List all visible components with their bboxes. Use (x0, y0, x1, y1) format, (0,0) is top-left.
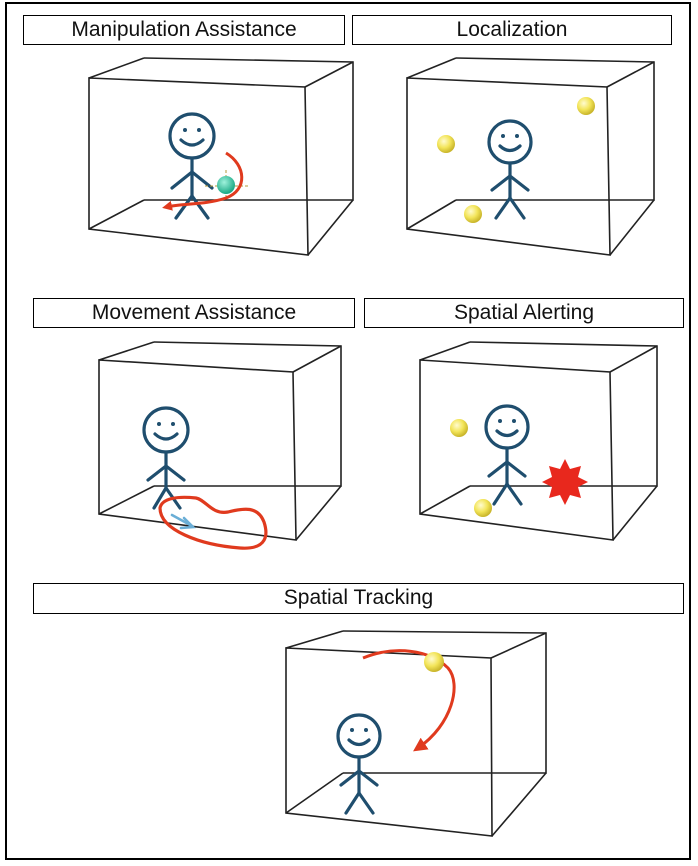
sound-source-icon (474, 499, 492, 517)
label-spatial-alerting: Spatial Alerting (364, 298, 684, 328)
stick-figure-icon (336, 713, 382, 815)
room-box-tracking (285, 630, 547, 837)
room-box-localization (406, 57, 655, 256)
stick-figure-icon (168, 112, 216, 220)
label-localization: Localization (352, 15, 672, 45)
movement-loop-path (158, 495, 268, 550)
room-box-movement (98, 341, 342, 541)
tracking-path-arrow (362, 649, 456, 752)
manipulation-path-arrow (162, 151, 244, 211)
room-box-manipulation (88, 57, 354, 256)
stick-figure-icon (487, 119, 533, 220)
label-movement-assistance: Movement Assistance (33, 298, 355, 328)
room-box-alerting (419, 341, 658, 541)
alert-burst-icon (542, 459, 588, 505)
stick-figure-icon (484, 404, 530, 506)
sound-source-icon (464, 205, 482, 223)
figure-frame (5, 2, 691, 860)
label-spatial-tracking: Spatial Tracking (33, 583, 684, 614)
label-manipulation-assistance: Manipulation Assistance (23, 15, 345, 45)
stick-figure-icon (142, 406, 190, 510)
direction-arrow-icon (170, 513, 196, 530)
target-object-icon (217, 176, 235, 194)
sound-source-icon (450, 419, 468, 437)
sound-source-icon (577, 97, 595, 115)
sound-source-icon (424, 652, 444, 672)
sound-source-icon (437, 135, 455, 153)
